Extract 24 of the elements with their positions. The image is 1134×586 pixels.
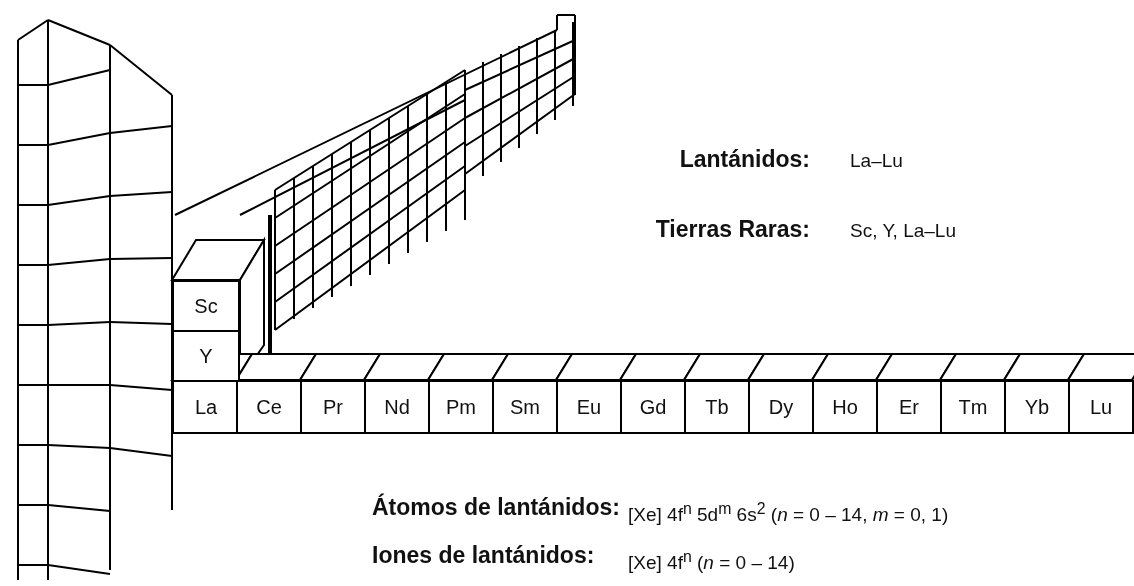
definition-text: Sc, Y, La–Lu <box>850 220 956 242</box>
element-cell: Nd <box>364 380 430 434</box>
element-cell: Ho <box>812 380 878 434</box>
element-cell: Tm <box>940 380 1006 434</box>
term-label: Tierras Raras: <box>654 216 810 243</box>
element-cell: Ce <box>236 380 302 434</box>
element-cell: Sm <box>492 380 558 434</box>
term-label: Átomos de lantánidos: <box>372 494 620 521</box>
definition-text: La–Lu <box>850 150 903 172</box>
element-cell: Gd <box>620 380 686 434</box>
element-cell: Dy <box>748 380 814 434</box>
definition-text: [Xe] 4f$^{n}$ (n = 0 – 14) <box>628 548 795 575</box>
term-label: Iones de lantánidos: <box>372 542 595 569</box>
definition-text: [Xe] 4f$^{n}$ 5d$^{m}$ 6s$^{2}$ (n = 0 – 14, m = 0, 1) <box>628 500 949 527</box>
term-label: Lantánidos: <box>678 146 810 173</box>
element-cell: Er <box>876 380 942 434</box>
element-cell: Lu <box>1068 380 1134 434</box>
element-cell: Pm <box>428 380 494 434</box>
element-cell: Sc <box>172 280 240 332</box>
element-cell: Eu <box>556 380 622 434</box>
element-cell: Y <box>172 330 240 382</box>
element-cell: Tb <box>684 380 750 434</box>
element-cell: Yb <box>1004 380 1070 434</box>
element-cell: Pr <box>300 380 366 434</box>
